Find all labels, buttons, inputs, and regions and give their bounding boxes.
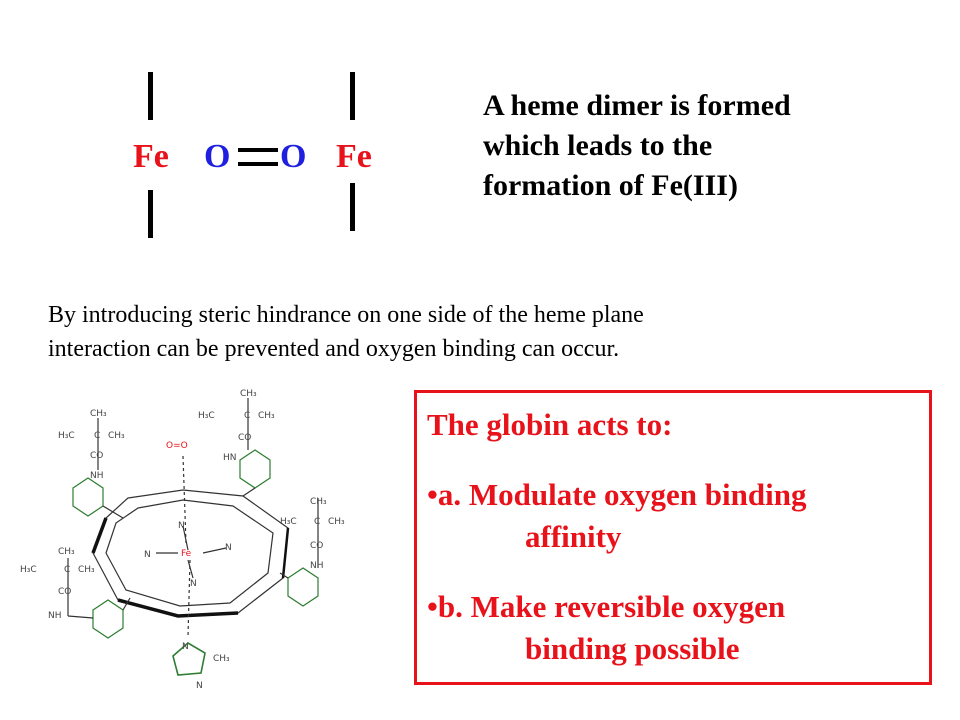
co-label: CO <box>90 451 103 461</box>
nh-label: NH <box>90 471 104 481</box>
ch3-label: CH₃ <box>90 409 107 419</box>
ch3-label: CH₃ <box>58 547 75 557</box>
heme-plane-right-top <box>350 72 355 120</box>
double-bond-bottom <box>238 162 278 166</box>
h3c-label: H₃C <box>20 565 37 575</box>
ch3-label: CH₃ <box>240 389 257 399</box>
n-label: N <box>196 681 203 691</box>
iron-atom-right: Fe <box>336 138 372 175</box>
paragraph-line: By introducing steric hindrance on one s… <box>48 302 644 328</box>
heme-plane-right-bottom <box>350 183 355 231</box>
c-label: C <box>64 565 70 575</box>
iron-atom-left: Fe <box>133 138 169 175</box>
c-label: C <box>244 411 250 421</box>
co-label: CO <box>58 587 71 597</box>
steric-hindrance-paragraph: By introducing steric hindrance on one s… <box>48 298 888 366</box>
ch3-label: CH₃ <box>213 654 230 664</box>
oxygen-atom-right: O <box>280 138 307 175</box>
h3c-label: H₃C <box>58 431 75 441</box>
dimer-text-line: A heme dimer is formed <box>483 89 791 122</box>
n-label: N <box>182 642 189 652</box>
heme-plane-left-top <box>148 72 153 120</box>
globin-item-a-line1: •a. Modulate oxygen binding <box>427 477 807 512</box>
o2-label: O=O <box>166 441 188 451</box>
nh-label: NH <box>48 611 62 621</box>
nh-label: NH <box>310 561 324 571</box>
n-label: N <box>225 543 232 553</box>
globin-item-b-line1: •b. Make reversible oxygen <box>427 589 786 624</box>
hn-label: HN <box>223 453 237 463</box>
h3c-label: H₃C <box>198 411 215 421</box>
ch3-label: CH₃ <box>310 497 327 507</box>
ch3-label: CH₃ <box>328 517 345 527</box>
ch3-label: CH₃ <box>258 411 275 421</box>
picket-fence-porphyrin-structure: O=O Fe N N N N N N CH₃ CH₃ H₃C C CH₃ CO … <box>20 389 345 691</box>
dimer-text-line: which leads to the <box>483 129 713 162</box>
paragraph-line: interaction can be prevented and oxygen … <box>48 336 620 362</box>
dimer-explanation: A heme dimer is formed which leads to th… <box>483 86 903 206</box>
co-label: CO <box>310 541 323 551</box>
ch3-label: CH₃ <box>78 565 95 575</box>
h3c-label: H₃C <box>280 517 297 527</box>
c-label: C <box>94 431 100 441</box>
oxygen-atom-left: O <box>204 138 231 175</box>
globin-box-title: The globin acts to: <box>427 407 673 442</box>
double-bond-top <box>238 148 278 152</box>
dimer-text-line: formation of Fe(III) <box>483 169 738 202</box>
globin-item-a-line2: affinity <box>525 519 622 554</box>
globin-item-b-line2: binding possible <box>525 631 740 666</box>
c-label: C <box>314 517 320 527</box>
fe-label: Fe <box>181 549 192 559</box>
n-label: N <box>190 579 197 589</box>
globin-function-box: The globin acts to: •a. Modulate oxygen … <box>414 390 932 685</box>
ch3-label: CH₃ <box>108 431 125 441</box>
heme-plane-left-bottom <box>148 190 153 238</box>
co-label: CO <box>238 433 251 443</box>
n-label: N <box>178 521 185 531</box>
n-label: N <box>144 550 151 560</box>
